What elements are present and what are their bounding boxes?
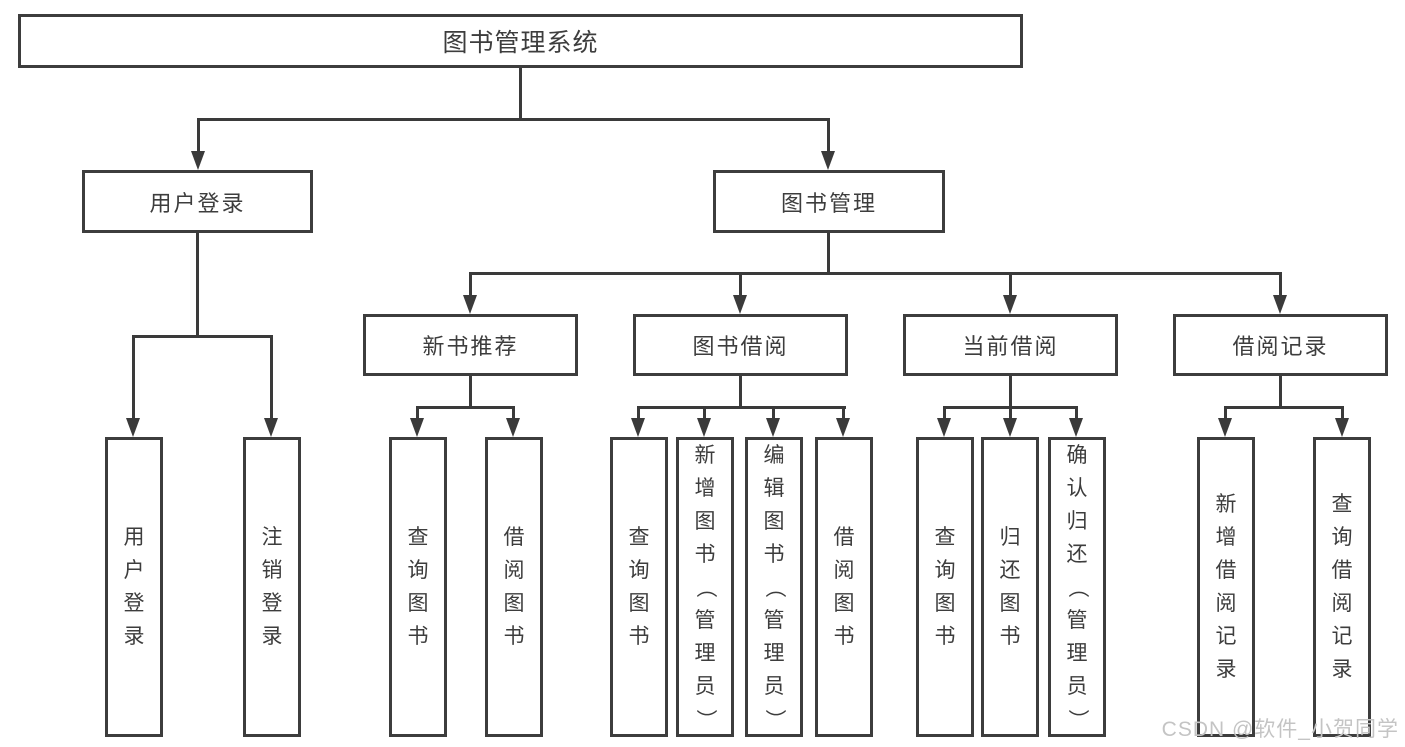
leaf-nbr-query-books: 查询图书	[389, 437, 447, 737]
leaf-nbr-borrow-books-label: 借阅图书	[503, 526, 525, 648]
leaf-user-login-label: 用户登录	[123, 526, 145, 648]
connector-bb-hbar	[638, 406, 846, 409]
leaf-cb-query-books: 查询图书	[916, 437, 974, 737]
node-user-login-label: 用户登录	[149, 190, 246, 216]
node-book-borrowing-label: 图书借阅	[692, 334, 789, 359]
arrow-down-icon	[264, 418, 278, 437]
connector-userlogin-left-drop	[132, 335, 135, 421]
arrow-down-icon	[506, 418, 520, 437]
node-new-book-recommendation: 新书推荐	[363, 314, 578, 376]
connector-cb-drop-1	[943, 406, 946, 420]
leaf-bb-borrow-books: 借阅图书	[815, 437, 873, 737]
leaf-nbr-borrow-books: 借阅图书	[485, 437, 543, 737]
leaf-cb-return-books: 归还图书	[981, 437, 1039, 737]
arrow-down-icon	[463, 295, 477, 314]
node-root-label: 图书管理系统	[442, 29, 599, 57]
connector-nbr-drop-2	[512, 406, 515, 420]
arrow-down-icon	[697, 418, 711, 437]
arrow-down-icon	[631, 418, 645, 437]
connector-nbr-stem	[469, 376, 472, 406]
connector-bookmgmt-drop-2	[739, 272, 742, 298]
leaf-nbr-query-books-label: 查询图书	[407, 526, 429, 648]
leaf-logout-label: 注销登录	[261, 526, 283, 648]
connector-br-hbar	[1225, 406, 1343, 409]
node-user-login: 用户登录	[82, 170, 313, 233]
node-borrowing-records-label: 借阅记录	[1232, 334, 1329, 359]
leaf-bb-add-books-admin: 新增图书（管理员）	[676, 437, 734, 737]
connector-userlogin-hbar	[133, 335, 273, 338]
connector-bookmgmt-hbar	[469, 272, 1281, 275]
arrow-down-icon	[1003, 295, 1017, 314]
node-book-management: 图书管理	[713, 170, 945, 233]
leaf-cb-return-books-label: 归还图书	[999, 526, 1021, 648]
leaf-bb-borrow-books-label: 借阅图书	[833, 526, 855, 648]
node-book-borrowing: 图书借阅	[633, 314, 848, 376]
arrow-down-icon	[126, 418, 140, 437]
node-new-book-recommendation-label: 新书推荐	[422, 334, 519, 359]
leaf-bb-query-books: 查询图书	[610, 437, 668, 737]
arrow-down-icon	[191, 151, 205, 170]
connector-root-left-drop	[197, 118, 200, 154]
leaf-cb-confirm-return-admin: 确认归还（管理员）	[1048, 437, 1106, 737]
leaf-bb-edit-books-admin: 编辑图书（管理员）	[745, 437, 803, 737]
connector-root-right-drop	[827, 118, 830, 154]
leaf-br-query-record-label: 查询借阅记录	[1331, 493, 1353, 681]
connector-bb-drop-4	[842, 406, 845, 420]
arrow-down-icon	[1069, 418, 1083, 437]
leaf-br-add-record: 新增借阅记录	[1197, 437, 1255, 737]
connector-br-stem	[1279, 376, 1282, 406]
connector-root-hbar	[198, 118, 830, 121]
node-root: 图书管理系统	[18, 14, 1023, 68]
leaf-bb-query-books-label: 查询图书	[628, 526, 650, 648]
arrow-down-icon	[1003, 418, 1017, 437]
node-current-borrowing: 当前借阅	[903, 314, 1118, 376]
leaf-br-query-record: 查询借阅记录	[1313, 437, 1371, 737]
node-book-management-label: 图书管理	[780, 190, 877, 216]
node-current-borrowing-label: 当前借阅	[962, 334, 1059, 359]
connector-cb-drop-3	[1075, 406, 1078, 420]
connector-br-drop-2	[1341, 406, 1344, 420]
arrow-down-icon	[410, 418, 424, 437]
arrow-down-icon	[1218, 418, 1232, 437]
connector-nbr-hbar	[417, 406, 515, 409]
arrow-down-icon	[1273, 295, 1287, 314]
leaf-bb-add-books-admin-label: 新增图书（管理员）	[693, 443, 717, 730]
connector-bb-stem	[739, 376, 742, 406]
arrow-down-icon	[766, 418, 780, 437]
arrow-down-icon	[836, 418, 850, 437]
connector-bb-drop-1	[637, 406, 640, 420]
arrow-down-icon	[821, 151, 835, 170]
connector-cb-stem	[1009, 376, 1012, 406]
arrow-down-icon	[733, 295, 747, 314]
connector-cb-drop-2	[1009, 406, 1012, 420]
leaf-logout: 注销登录	[243, 437, 301, 737]
leaf-user-login: 用户登录	[105, 437, 163, 737]
node-borrowing-records: 借阅记录	[1173, 314, 1388, 376]
connector-bookmgmt-stem	[827, 233, 830, 272]
leaf-bb-edit-books-admin-label: 编辑图书（管理员）	[762, 443, 786, 730]
leaf-cb-confirm-return-admin-label: 确认归还（管理员）	[1065, 443, 1089, 730]
leaf-cb-query-books-label: 查询图书	[934, 526, 956, 648]
connector-bb-drop-2	[703, 406, 706, 420]
connector-userlogin-right-drop	[270, 335, 273, 421]
connector-br-drop-1	[1224, 406, 1227, 420]
connector-userlogin-stem	[196, 233, 199, 335]
connector-bookmgmt-drop-4	[1279, 272, 1282, 298]
connector-bb-drop-3	[772, 406, 775, 420]
connector-root-stem	[519, 68, 522, 118]
arrow-down-icon	[1335, 418, 1349, 437]
leaf-br-add-record-label: 新增借阅记录	[1215, 493, 1237, 681]
connector-nbr-drop-1	[416, 406, 419, 420]
connector-bookmgmt-drop-3	[1009, 272, 1012, 298]
connector-bookmgmt-drop-1	[469, 272, 472, 298]
arrow-down-icon	[937, 418, 951, 437]
